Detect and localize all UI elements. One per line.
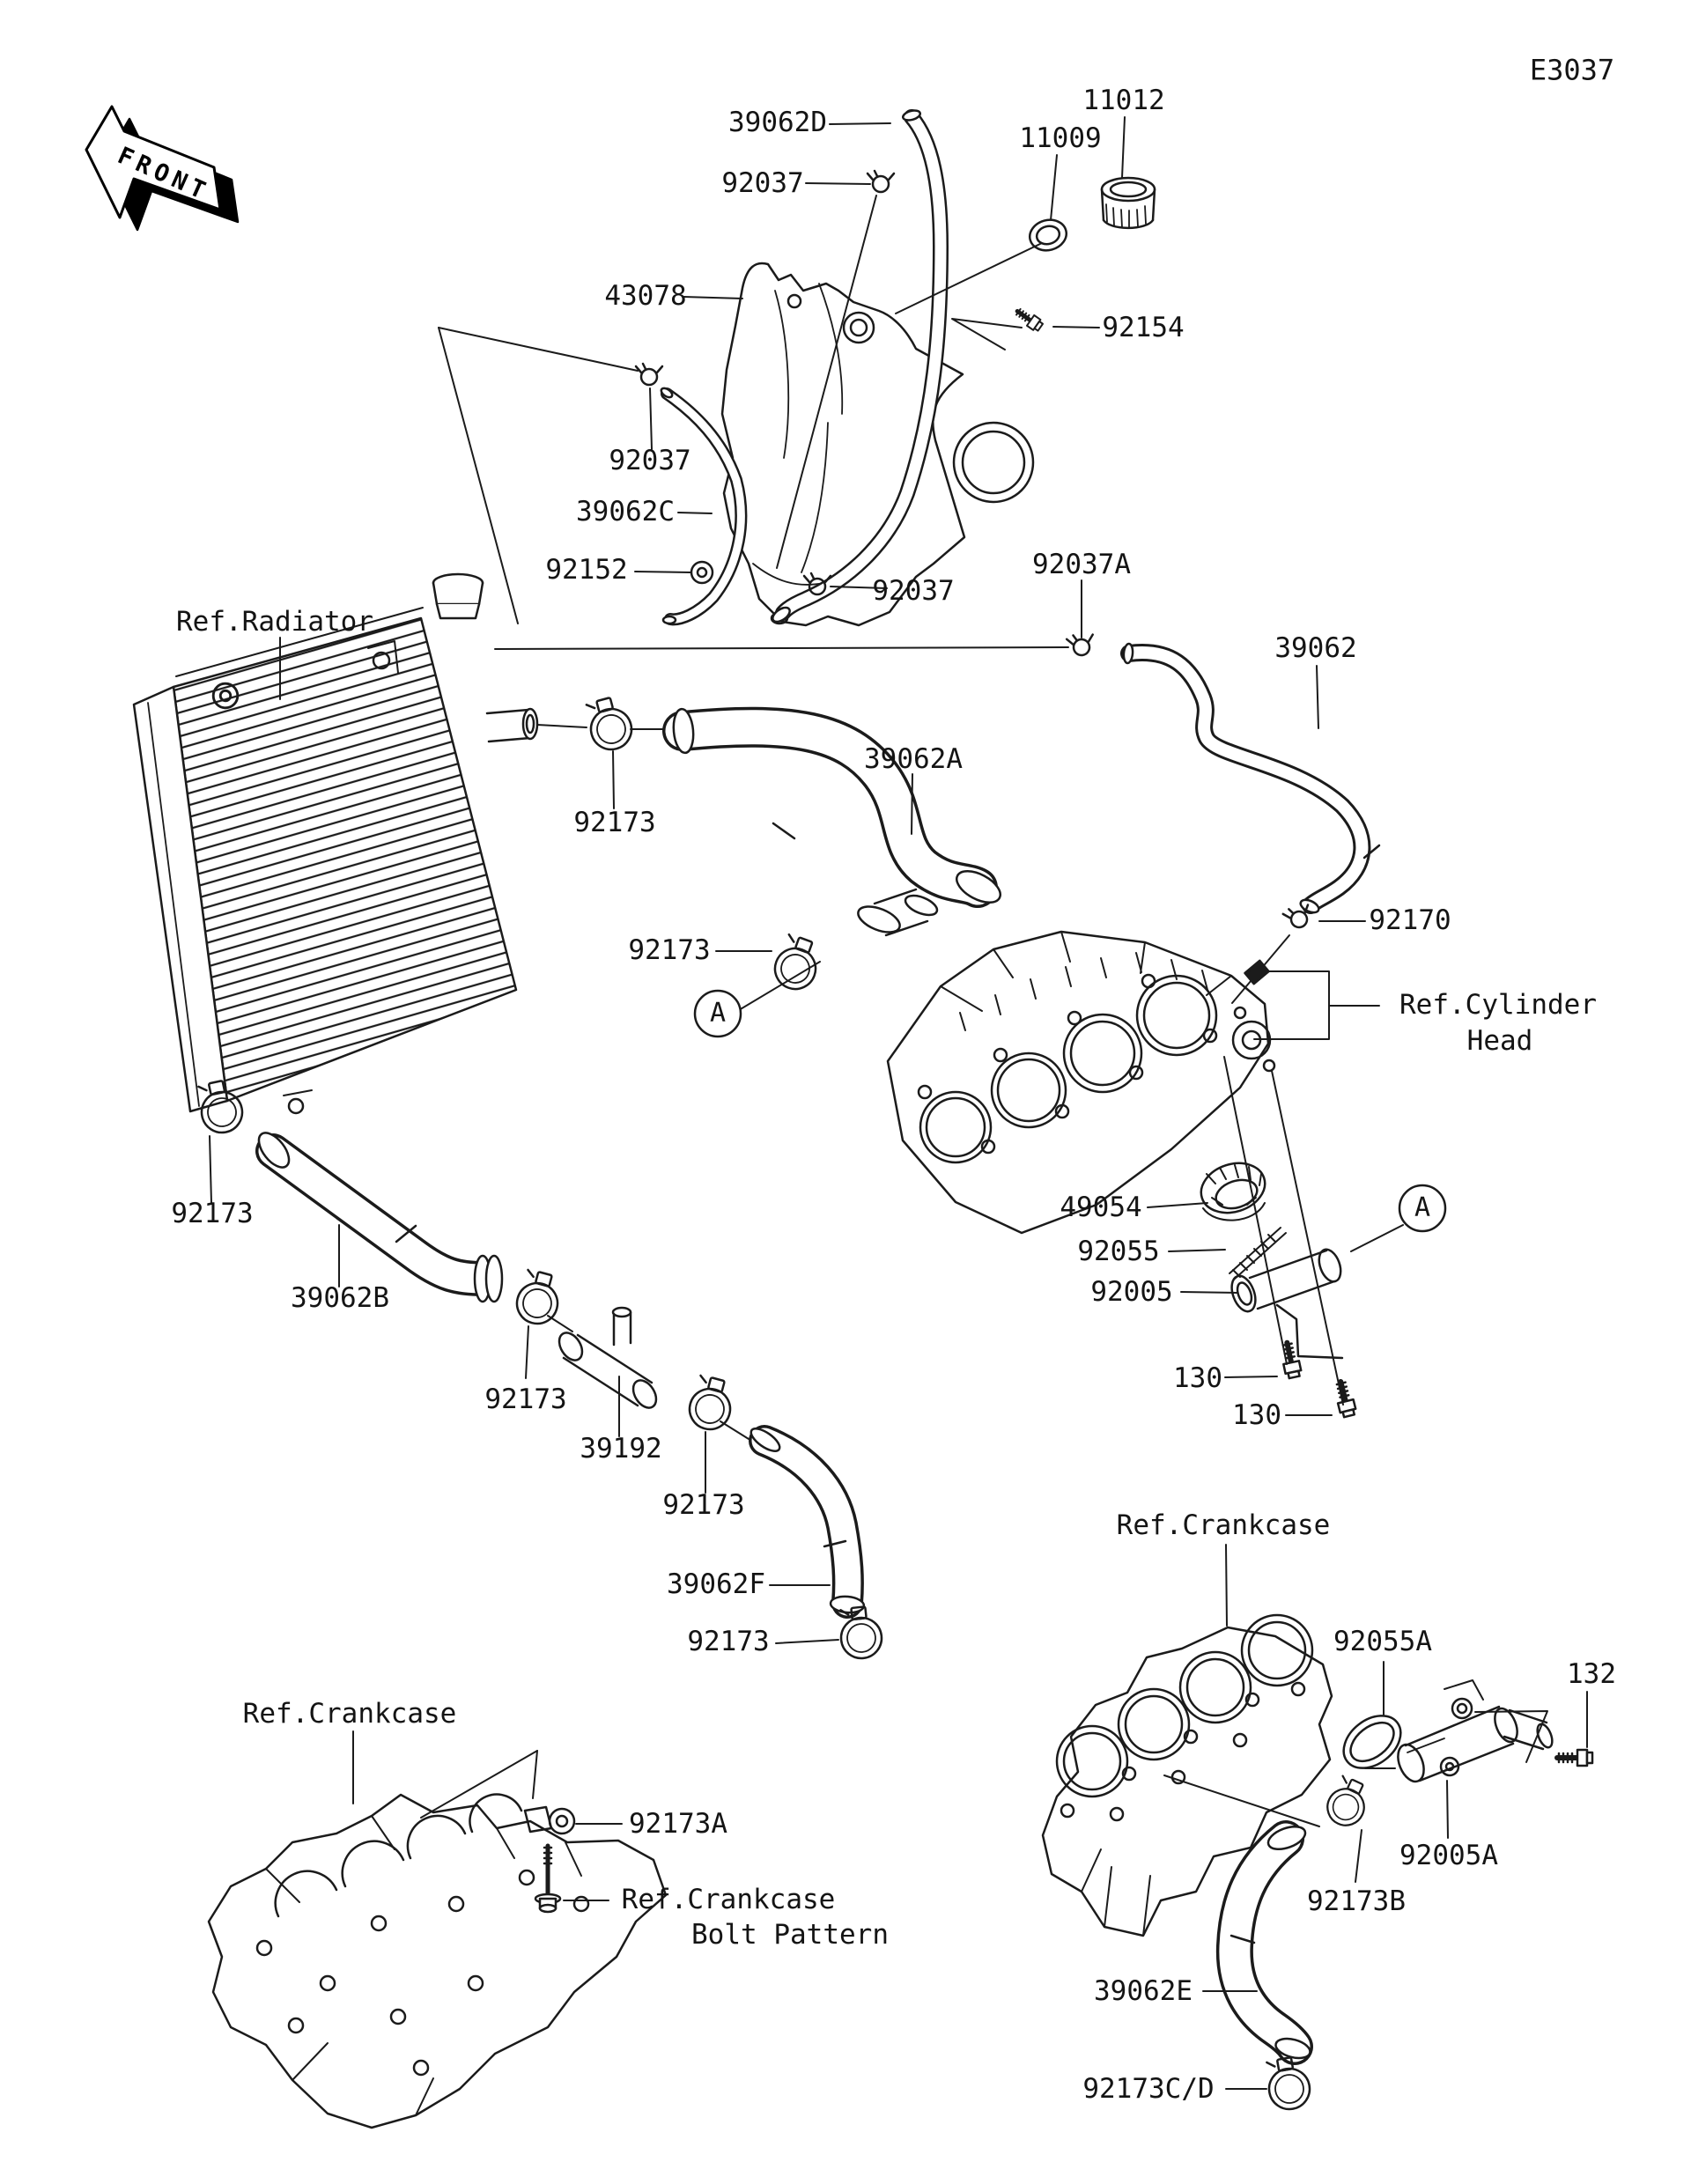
part-label-92173b[interactable]: 92173B: [1307, 1885, 1406, 1918]
leader-lines: [209, 116, 1588, 2090]
part-label-39062c[interactable]: 39062C: [576, 496, 675, 528]
bolt-130b-icon: [1333, 1380, 1357, 1418]
oring-92055a-icon: [1342, 1715, 1402, 1769]
section-marker-circle-a-right: [1398, 1184, 1447, 1233]
part-label-92173[interactable]: 92173: [662, 1489, 745, 1522]
hose-39062-drawing: [1120, 642, 1381, 914]
part-label-130[interactable]: 130: [1173, 1362, 1222, 1395]
front-arrow-icon: [85, 105, 240, 232]
part-label-92055[interactable]: 92055: [1077, 1236, 1160, 1268]
part-label-11009[interactable]: 11009: [1019, 122, 1102, 155]
part-label-92173[interactable]: 92173: [171, 1198, 254, 1230]
part-label-92005a[interactable]: 92005A: [1399, 1840, 1498, 1872]
part-label-39062e[interactable]: 39062E: [1094, 1975, 1193, 2008]
grommet-92152-icon: [690, 560, 714, 585]
clamp-92173-low-icon: [837, 1604, 885, 1662]
part-label-39062b[interactable]: 39062B: [291, 1282, 389, 1315]
hose-39062e-drawing: [1215, 1820, 1313, 2065]
reference-label: Ref.Radiator: [176, 606, 373, 638]
part-label-92152[interactable]: 92152: [545, 554, 628, 587]
thermostat-49054-icon: [1200, 1162, 1266, 1221]
hose-39062b-drawing: [255, 1132, 504, 1303]
crankcase-left-drawing: [207, 1793, 668, 2129]
part-label-92055a[interactable]: 92055A: [1333, 1626, 1432, 1658]
part-label-92173[interactable]: 92173: [573, 807, 656, 839]
reference-label: Ref.Crankcase: [1116, 1509, 1331, 1542]
part-label-92037a[interactable]: 92037A: [1032, 549, 1131, 581]
radiator-cap-icon: [432, 572, 484, 620]
clamp-92037b-icon: [634, 362, 664, 387]
bolt-132-icon: [1557, 1750, 1592, 1766]
clamp-92173-mid-icon: [683, 1372, 739, 1435]
reference-label: Ref.Crankcase: [242, 1698, 457, 1730]
part-label-92173[interactable]: 92173: [687, 1626, 770, 1658]
part-label-130[interactable]: 130: [1232, 1399, 1281, 1432]
part-label-92173[interactable]: 92173: [484, 1383, 567, 1416]
clamp-92173-pipe-icon: [511, 1266, 566, 1330]
part-label-92173[interactable]: 92173: [628, 934, 711, 967]
hose-39062d-drawing: [772, 109, 949, 623]
reference-label: Ref.Cylinder: [1399, 989, 1597, 1022]
part-label-92037[interactable]: 92037: [609, 445, 691, 477]
part-label-43078[interactable]: 43078: [604, 280, 687, 313]
radiator-drawing: [132, 572, 539, 1115]
clamp-92173a-icon: [523, 1805, 576, 1835]
fitting-92005a-icon: [1397, 1679, 1554, 1783]
bolt-92154-icon: [1014, 306, 1044, 332]
part-label-92154[interactable]: 92154: [1102, 312, 1185, 344]
part-label-92173a[interactable]: 92173A: [629, 1808, 727, 1841]
reference-label: Ref.Crankcase: [621, 1884, 836, 1916]
seal-11009-icon: [1028, 218, 1068, 252]
oring-92055-icon: [1229, 1227, 1287, 1280]
part-label-92005[interactable]: 92005: [1090, 1276, 1173, 1309]
clamp-92173-radiator-icon: [582, 692, 638, 756]
fiche-code-label: E3037: [1529, 53, 1615, 87]
part-label-92037[interactable]: 92037: [721, 167, 804, 200]
part-label-92037[interactable]: 92037: [872, 575, 955, 608]
hose-39062f-drawing: [749, 1425, 866, 1619]
part-label-11012[interactable]: 11012: [1082, 85, 1165, 117]
section-marker-label: A: [709, 997, 727, 1029]
cylinder-head-drawing: [886, 930, 1276, 1235]
section-marker-label: A: [1414, 1192, 1431, 1223]
section-marker-circle-a-left: [693, 989, 742, 1038]
crankcase-stud-bolt-icon: [535, 1846, 560, 1912]
clamp-92037-icon: [866, 169, 896, 194]
reference-label: Head: [1466, 1025, 1533, 1058]
part-label-132[interactable]: 132: [1567, 1658, 1616, 1691]
part-label-92170[interactable]: 92170: [1369, 904, 1451, 937]
cap-11012-icon: [1100, 176, 1156, 230]
hose-39062c-drawing: [660, 387, 748, 626]
part-label-39062f[interactable]: 39062F: [667, 1568, 765, 1601]
crankcase-right-drawing: [1041, 1613, 1333, 1937]
reserve-tank-drawing: [720, 262, 1035, 627]
part-label-49054[interactable]: 49054: [1060, 1192, 1142, 1224]
part-label-39062[interactable]: 39062: [1274, 632, 1357, 665]
hose-39062a-drawing: [662, 706, 1001, 937]
water-pipe-39192-drawing: [558, 1306, 658, 1409]
reference-label: Bolt Pattern: [691, 1919, 889, 1952]
part-label-92173c-d[interactable]: 92173C/D: [1082, 2073, 1215, 2106]
part-label-39062a[interactable]: 39062A: [864, 743, 963, 776]
part-label-39062d[interactable]: 39062D: [728, 107, 827, 139]
part-label-39192[interactable]: 39192: [580, 1433, 662, 1465]
clamp-92173b-icon: [1320, 1773, 1376, 1833]
fitting-92005-icon: [1230, 1248, 1344, 1360]
